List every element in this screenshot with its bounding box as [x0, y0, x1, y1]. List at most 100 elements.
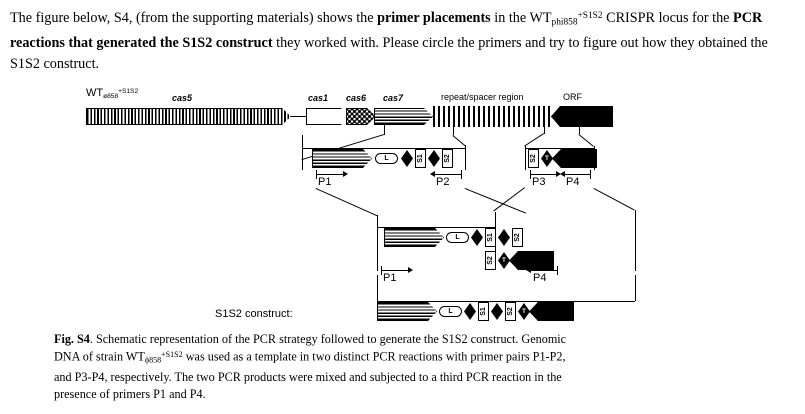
primer-label-p4: P4 — [566, 176, 580, 188]
mix-top-spacer-s1: S1 — [485, 228, 496, 247]
guide-orf-stem — [579, 127, 580, 134]
guide-p4-to-mix-diagonal — [593, 188, 635, 211]
construct-spacer-s1: S1 — [478, 302, 489, 321]
mix-bottom-spacer-s2: S2 — [485, 251, 496, 270]
locus-strain-label: WTø858+S1S2 — [86, 88, 138, 101]
mix-top-repeat-1 — [471, 229, 483, 246]
figure-s4: WTø858+S1S2 cas5 cas1 cas6 cas7 repeat/s… — [12, 84, 792, 332]
p1-arrow — [316, 171, 348, 177]
guide-comb2-stem — [544, 127, 545, 134]
frag1-repeat-2 — [428, 150, 440, 167]
intro-part-8: they worked with. Please circle the prim… — [10, 35, 768, 72]
construct-tag-label: T — [522, 308, 526, 315]
frag2-tag-label: T — [545, 155, 549, 162]
frag1-bracket-left — [302, 148, 303, 170]
guide-final-right — [635, 275, 636, 301]
gene-arrow-cas5 — [86, 108, 291, 125]
primer-label-p4-row3: P4 — [533, 272, 547, 284]
gene-label-orf: ORF — [563, 92, 582, 102]
frag1-bracket-top — [302, 148, 466, 149]
mix-bracket-top-left — [377, 227, 495, 228]
mix-bottom-tag-label: T — [502, 257, 506, 264]
locus-strain-base: WT — [86, 87, 104, 99]
mix-top-cas7-arrow — [384, 228, 444, 247]
mix-bracket-left — [377, 227, 378, 271]
intro-strain-superscript: +S1S2 — [577, 11, 603, 21]
locus-strain-sub: ø858 — [103, 92, 119, 100]
mix-top-spacer-s1-label: S1 — [487, 233, 494, 242]
repeat-spacer-comb — [433, 106, 551, 127]
mix-top-leader-label: L — [455, 234, 460, 241]
guide-orf-diagonal — [578, 134, 594, 147]
intro-part-3: in the WT — [490, 9, 552, 26]
construct-spacer-s2: S2 — [505, 302, 516, 321]
frag1-spacer-s2-label: S2 — [444, 154, 451, 163]
frag2-bracket-top — [525, 148, 594, 149]
guide-comb-stem — [453, 127, 454, 135]
gene-label-cas1: cas1 — [308, 93, 329, 103]
primer-label-p1-row3: P1 — [383, 272, 397, 284]
mix-top-spacer-s2: S2 — [512, 228, 523, 247]
caption-text-part-1: . Schematic representation of the PCR st… — [54, 332, 567, 364]
construct-repeat-1 — [464, 303, 476, 320]
p4-arrow — [560, 171, 590, 177]
gene-label-repeat-spacer: repeat/spacer region — [441, 92, 524, 102]
p3-arrow — [530, 171, 561, 177]
guide-frag1-left-drop — [302, 135, 303, 148]
mix-bottom-repeat-tag: T — [498, 252, 510, 269]
guide-p1-to-mix-drop — [377, 215, 378, 227]
p4-tick — [590, 170, 591, 179]
intro-part-6: CRISPR locus for the — [602, 9, 734, 26]
guide-comb-diagonal — [452, 135, 466, 147]
gene-label-cas5: cas5 — [172, 93, 193, 103]
guide-p4-to-mix-drop — [635, 210, 636, 228]
frag2-bracket-left — [525, 148, 526, 170]
p4-row3-tick — [557, 266, 558, 275]
guide-final-left — [377, 275, 378, 301]
gene-arrow-cas1 — [306, 108, 350, 125]
gene-label-cas7: cas7 — [383, 93, 404, 103]
frag1-leader-oval: L — [375, 153, 398, 164]
intro-bold-primer-placements: primer placements — [377, 9, 491, 26]
guide-frag2-right-drop — [594, 146, 595, 148]
intro-paragraph: The figure below, S4, (from the supporti… — [10, 6, 798, 74]
construct-row-label: S1S2 construct: — [215, 308, 293, 320]
primer-label-p2: P2 — [436, 176, 450, 188]
primer-label-p3: P3 — [532, 176, 546, 188]
construct-repeat-2 — [491, 303, 503, 320]
mix-top-spacer-s2-label: S2 — [514, 233, 521, 242]
frag1-spacer-s2: S2 — [442, 149, 453, 168]
mix-bracket-right — [635, 228, 636, 271]
gene-label-cas6: cas6 — [346, 93, 367, 103]
mix-bottom-spacer-s2-label: S2 — [487, 256, 494, 265]
frag2-spacer-s2: S2 — [528, 149, 539, 168]
locus-strain-sup: +S1S2 — [118, 88, 139, 96]
frag2-orf-arrow — [552, 149, 597, 168]
p2-tick — [461, 170, 462, 179]
frag1-bracket-right — [465, 148, 466, 170]
intro-strain-subscript: phi858 — [551, 17, 578, 28]
mix-bottom-orf-arrow — [509, 251, 554, 270]
caption-text-part-2: was used as a template in two distinct P… — [54, 349, 566, 401]
frag1-spacer-s1: S1 — [415, 149, 426, 168]
frag2-spacer-s2-label: S2 — [530, 154, 537, 163]
mix-top-leader-oval: L — [446, 232, 469, 243]
guide-p1-to-mix-diagonal — [315, 188, 378, 217]
guide-frag2-left-drop — [525, 146, 526, 148]
guide-p3-to-mix-diagonal — [493, 187, 525, 212]
caption-strain-sub: ϕ858 — [144, 356, 162, 366]
guide-mix-junction-drop — [495, 212, 496, 227]
gene-arrow-orf — [551, 106, 613, 127]
intro-bold-pcr-reactions: PCR reactions that generated the S1S2 co… — [10, 9, 763, 52]
frag1-leader-label: L — [384, 155, 389, 162]
gene-arrow-cas7 — [374, 108, 433, 125]
guide-frag1-right-drop — [465, 145, 466, 148]
guide-comb2-diagonal — [524, 133, 544, 147]
construct-spacer-s1-label: S1 — [480, 307, 487, 316]
construct-leader-oval: L — [439, 306, 462, 317]
construct-leader-label: L — [448, 308, 453, 315]
caption-strain-sup: +S1S2 — [161, 350, 183, 360]
frag1-spacer-s1-label: S1 — [417, 154, 424, 163]
p2-arrow — [430, 171, 461, 177]
p4-row3-arrow — [526, 267, 557, 273]
